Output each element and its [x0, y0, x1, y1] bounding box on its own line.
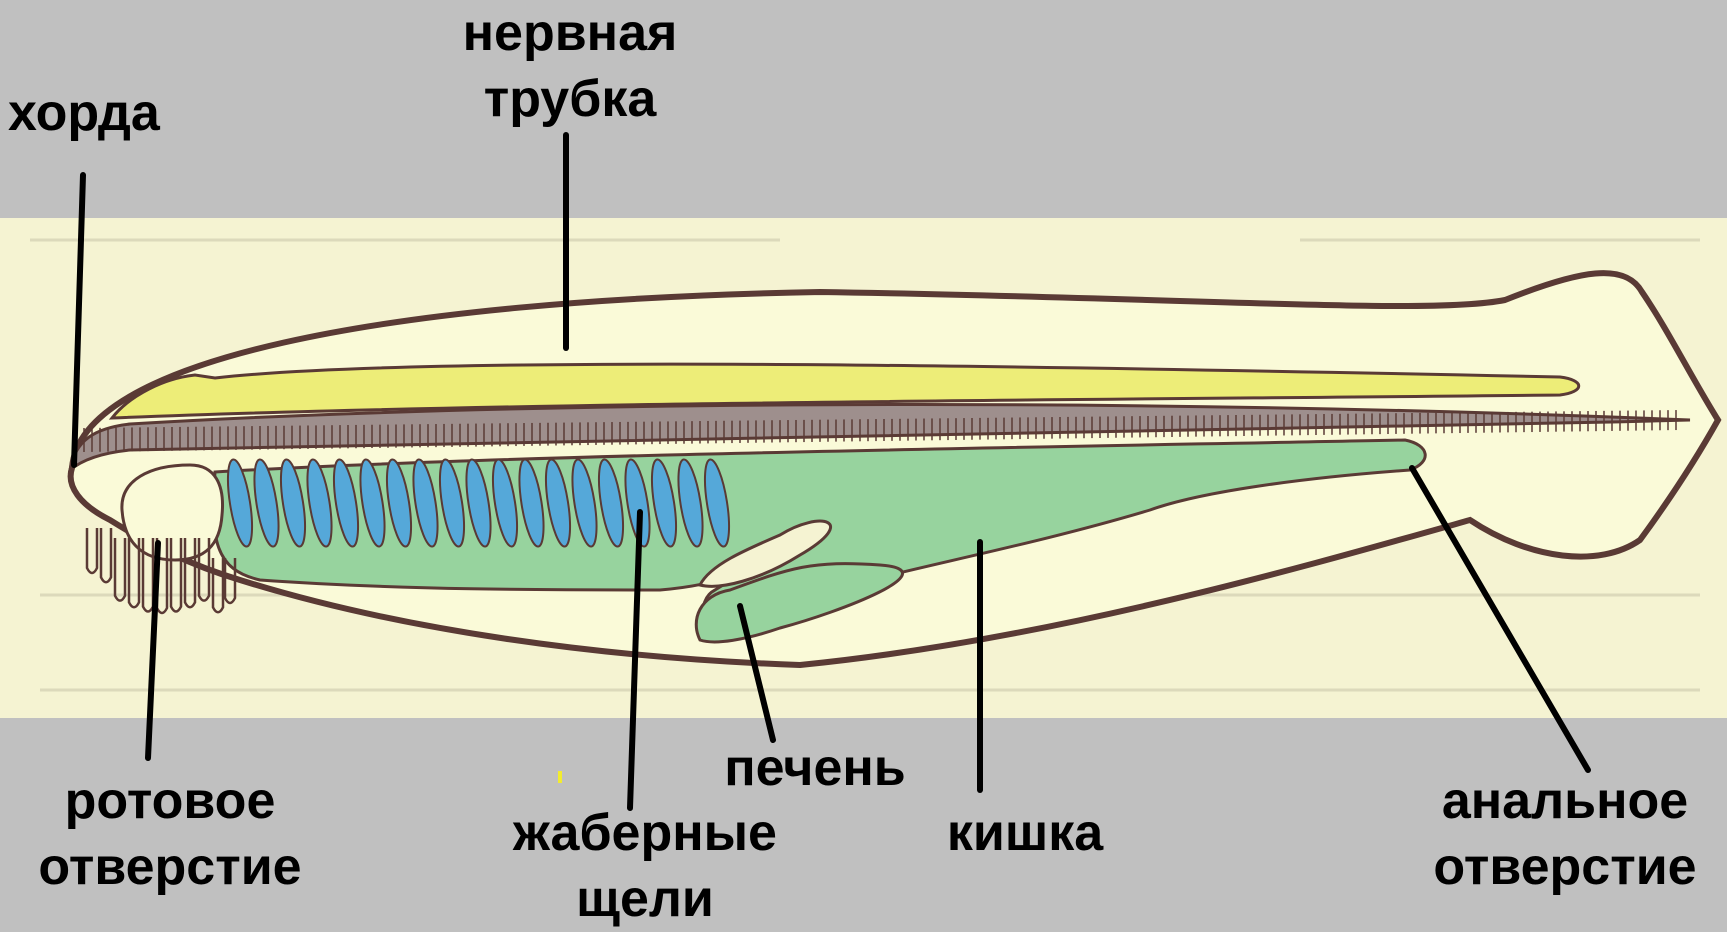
label-chorda: хорда [8, 80, 160, 146]
label-mouth: ротовое отверстие [20, 768, 320, 900]
stray-mark [558, 771, 562, 783]
label-gill-slits: жаберные щели [495, 800, 795, 932]
label-intestine: кишка [925, 800, 1125, 866]
label-neural-tube: нервная трубка [440, 0, 700, 132]
label-anus: анальное отверстие [1410, 768, 1720, 900]
label-liver: печень [700, 735, 930, 801]
